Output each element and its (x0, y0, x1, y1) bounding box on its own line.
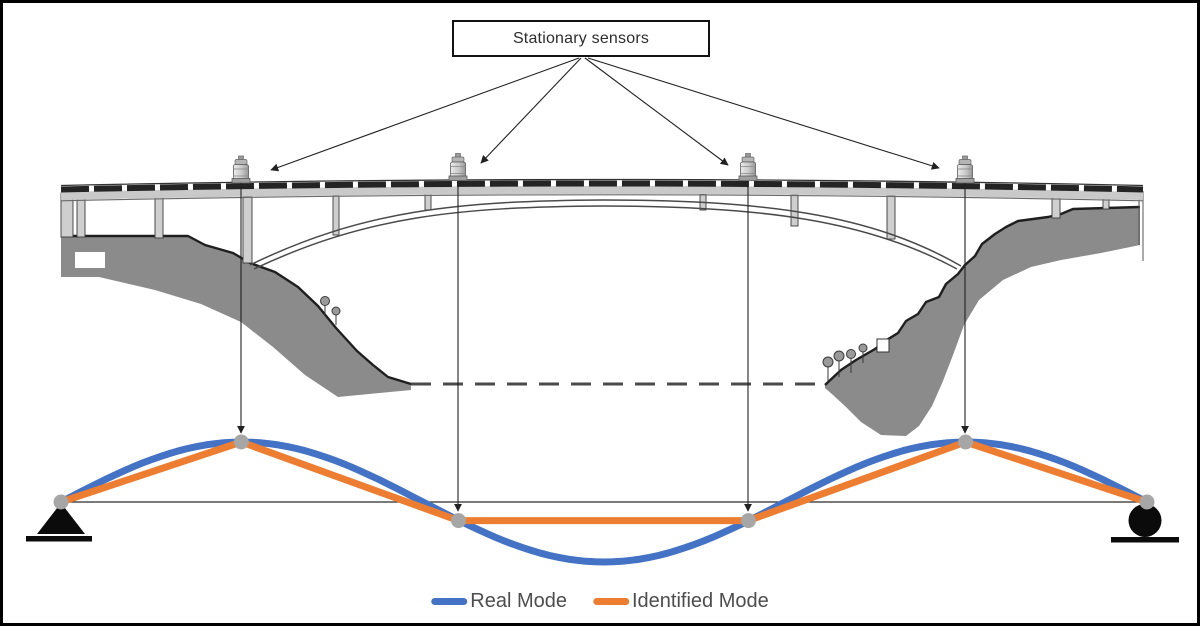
pin-support-icon (26, 503, 92, 542)
mode-node-dot-4 (740, 513, 756, 529)
right-end-wall (1138, 191, 1144, 261)
sensors-group (231, 153, 975, 184)
annotation-arrows (270, 57, 940, 172)
annotation-arrow-1 (270, 57, 580, 172)
trees-left-slope (320, 296, 341, 325)
annotation-arrow-3 (584, 57, 729, 166)
legend-item-identified-mode: Identified Mode (592, 590, 769, 613)
roller-support-icon (1111, 504, 1179, 543)
hut-icon (876, 338, 890, 353)
mode-curves (53, 434, 1155, 566)
bridge-arch (249, 199, 962, 270)
mode-node-dot-6 (1139, 494, 1155, 510)
annotation-arrow-2 (480, 57, 582, 164)
sensor-icon-1 (231, 155, 251, 184)
mode-node-dot-1 (53, 494, 69, 510)
sensor-icon-3 (738, 153, 758, 181)
annotation-arrow-4 (587, 57, 940, 170)
mode-shape-chart (26, 434, 1179, 566)
legend-item-real-mode: Real Mode (431, 590, 567, 613)
identified-mode-label: Identified Mode (631, 590, 769, 612)
left-bank-notch (75, 252, 105, 268)
identified-mode-swatch (592, 598, 629, 605)
terrain-right-bank (824, 205, 1141, 436)
sensor-icon-4 (955, 155, 975, 184)
stationary-sensors-label: Stationary sensors (512, 29, 650, 47)
terrain-left-bank (61, 234, 412, 397)
sensor-drop-lines (237, 181, 969, 512)
mode-legend: Real Mode Identified Mode (431, 590, 769, 613)
bridge-piers (60, 192, 1110, 264)
mode-node-dot-2 (233, 434, 249, 450)
bridge-deck (60, 178, 1144, 202)
real-mode-label: Real Mode (470, 590, 567, 612)
sensor-icon-2 (448, 153, 468, 181)
stationary-sensors-label-box: Stationary sensors (452, 20, 710, 57)
trees-right-slope (822, 343, 868, 381)
identified-mode-curve (57, 438, 1151, 525)
bridge-and-mode-shape-drawing (26, 57, 1179, 566)
mode-node-dot-5 (958, 434, 974, 450)
real-mode-swatch (431, 598, 468, 605)
mode-node-dot-3 (451, 513, 466, 529)
